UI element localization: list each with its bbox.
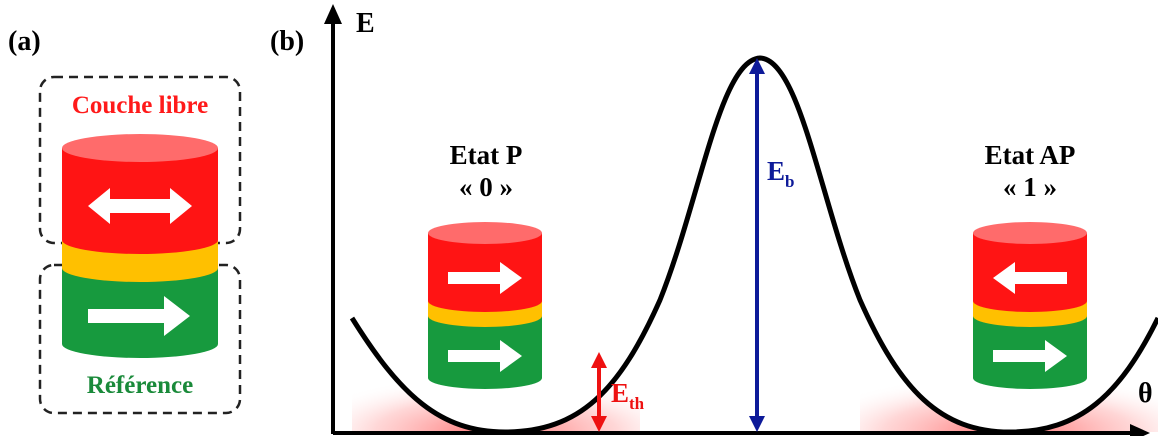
- mtj-stack-parallel: [428, 222, 542, 389]
- panel-a-label: (a): [8, 26, 41, 57]
- right-arrow-icon: [993, 340, 1067, 372]
- free-layer-label: Couche libre: [72, 92, 208, 119]
- mtj-stack-antiparallel: [973, 222, 1087, 389]
- panel-b-label: (b): [270, 26, 304, 57]
- left-arrow-icon: [993, 262, 1067, 294]
- left-state-value: « 0 »: [459, 172, 513, 202]
- right-state-title: Etat AP: [985, 140, 1076, 170]
- reference-layer-label: Référence: [87, 372, 193, 399]
- y-axis-label: E: [356, 8, 375, 39]
- panel-b: (b) E θ Eb Eth Etat P « 0 » Etat AP « 1 …: [270, 4, 1158, 436]
- mtj-stack-a: [62, 134, 218, 358]
- right-arrow-icon: [448, 340, 522, 372]
- double-arrow-icon: [88, 188, 192, 224]
- right-arrow-icon: [88, 296, 190, 336]
- left-state-title: Etat P: [450, 140, 523, 170]
- right-arrow-icon: [448, 262, 522, 294]
- panel-a: (a) Couche libre Référence: [8, 26, 242, 415]
- thermal-label: Eth: [611, 378, 645, 413]
- reference-layer-box: [38, 263, 242, 415]
- barrier-label: Eb: [767, 156, 794, 191]
- right-state-value: « 1 »: [1003, 172, 1057, 202]
- x-axis-label: θ: [1138, 378, 1153, 409]
